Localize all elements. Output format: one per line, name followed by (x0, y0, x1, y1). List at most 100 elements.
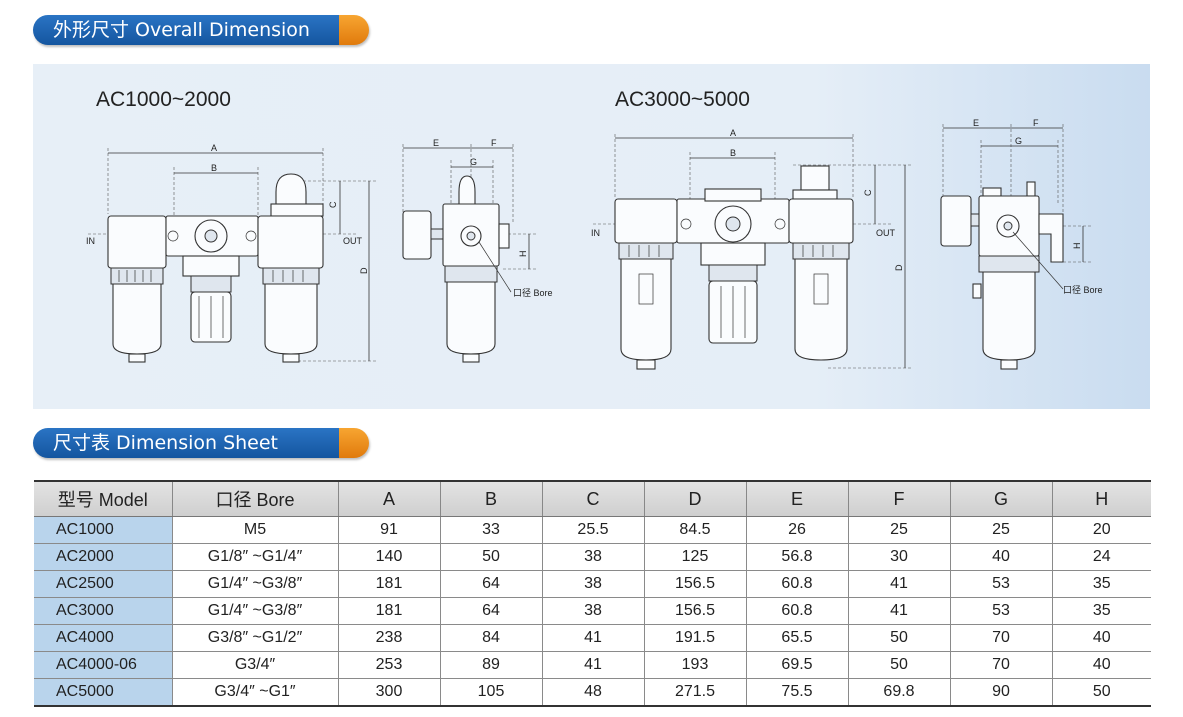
cell-g: 70 (949, 651, 1053, 679)
cell-model: AC2500 (34, 570, 173, 598)
cell-model: AC4000-06 (34, 651, 173, 679)
cell-g: 70 (949, 624, 1053, 652)
cell-a: 300 (337, 678, 441, 707)
cell-bore: M5 (171, 516, 339, 544)
cell-bore: G1/8″ ~G1/4″ (171, 543, 339, 571)
cell-e: 75.5 (745, 678, 849, 707)
cell-bore: G1/4″ ~G3/8″ (171, 570, 339, 598)
header-c: C (541, 480, 645, 517)
cell-d: 191.5 (643, 624, 747, 652)
cell-e: 60.8 (745, 570, 849, 598)
cell-model: AC1000 (34, 516, 173, 544)
cell-bore: G3/4″ (171, 651, 339, 679)
dim-label-f-left: F (491, 138, 497, 148)
dimension-sheet-banner: 尺寸表 Dimension Sheet (33, 428, 369, 458)
table-row: AC5000 G3/4″ ~G1″ 300 105 48 271.5 75.5 … (34, 678, 1151, 707)
cell-c: 38 (541, 570, 645, 598)
in-label-right: IN (591, 228, 600, 238)
header-a: A (337, 480, 441, 517)
cell-e: 69.5 (745, 651, 849, 679)
table-row: AC2000 G1/8″ ~G1/4″ 140 50 38 125 56.8 3… (34, 543, 1151, 571)
header-b: B (439, 480, 543, 517)
cell-d: 156.5 (643, 570, 747, 598)
banner-orange-tab (339, 15, 369, 45)
cell-f: 41 (847, 597, 951, 625)
cell-d: 271.5 (643, 678, 747, 707)
cell-d: 125 (643, 543, 747, 571)
overall-dimension-title: 外形尺寸 Overall Dimension (33, 15, 339, 45)
dim-label-c-right: C (863, 189, 873, 196)
cell-c: 41 (541, 651, 645, 679)
out-label-right: OUT (876, 228, 896, 238)
header-e: E (745, 480, 849, 517)
table-row: AC2500 G1/4″ ~G3/8″ 181 64 38 156.5 60.8… (34, 570, 1151, 598)
cell-e: 56.8 (745, 543, 849, 571)
overall-dimension-banner: 外形尺寸 Overall Dimension (33, 15, 369, 45)
header-model: 型号 Model (34, 480, 173, 517)
cell-c: 48 (541, 678, 645, 707)
cell-f: 30 (847, 543, 951, 571)
cell-f: 50 (847, 624, 951, 652)
cell-h: 50 (1051, 678, 1151, 707)
dim-label-f-right: F (1033, 118, 1039, 128)
table-row: AC3000 G1/4″ ~G3/8″ 181 64 38 156.5 60.8… (34, 597, 1151, 625)
cell-h: 40 (1051, 651, 1151, 679)
cell-a: 181 (337, 597, 441, 625)
out-label-left: OUT (343, 236, 363, 246)
header-h: H (1051, 480, 1151, 517)
cell-c: 41 (541, 624, 645, 652)
in-label-left: IN (86, 236, 95, 246)
cell-g: 25 (949, 516, 1053, 544)
cell-h: 24 (1051, 543, 1151, 571)
cell-e: 65.5 (745, 624, 849, 652)
dimension-table: 型号 Model 口径 Bore A B C D E F G H AC1000 … (34, 480, 1151, 707)
cell-b: 64 (439, 570, 543, 598)
cell-f: 41 (847, 570, 951, 598)
cell-f: 50 (847, 651, 951, 679)
cell-a: 181 (337, 570, 441, 598)
cell-c: 38 (541, 597, 645, 625)
cell-a: 140 (337, 543, 441, 571)
header-f: F (847, 480, 951, 517)
dim-label-g-left: G (470, 157, 477, 167)
header-bore: 口径 Bore (171, 480, 339, 517)
table-row: AC4000 G3/8″ ~G1/2″ 238 84 41 191.5 65.5… (34, 624, 1151, 652)
dim-label-e-right: E (973, 118, 979, 128)
dim-label-a: A (211, 143, 217, 153)
right-front-view: A B C D IN OUT (591, 128, 913, 370)
cell-model: AC4000 (34, 624, 173, 652)
cell-g: 40 (949, 543, 1053, 571)
right-side-view: E F G H 口径 Bore (940, 118, 1103, 370)
cell-h: 40 (1051, 624, 1151, 652)
cell-h: 35 (1051, 570, 1151, 598)
bore-label-left: 口径 Bore (513, 287, 553, 298)
cell-h: 20 (1051, 516, 1151, 544)
banner-orange-tab (339, 428, 369, 458)
dimension-sheet-title: 尺寸表 Dimension Sheet (33, 428, 339, 458)
table-header-row: 型号 Model 口径 Bore A B C D E F G H (34, 480, 1151, 517)
dim-label-h-left: H (518, 251, 528, 258)
drawing-panel: AC1000~2000 AC3000~5000 A B C D IN O (33, 64, 1150, 409)
dim-label-g-right: G (1015, 136, 1022, 146)
dimension-drawings: A B C D IN OUT (86, 118, 1103, 370)
cell-model: AC2000 (34, 543, 173, 571)
cell-h: 35 (1051, 597, 1151, 625)
cell-b: 89 (439, 651, 543, 679)
dim-label-a-right: A (730, 128, 736, 138)
right-drawing-title: AC3000~5000 (615, 88, 750, 111)
dim-label-h-right: H (1072, 243, 1082, 250)
cell-model: AC5000 (34, 678, 173, 707)
cell-g: 90 (949, 678, 1053, 707)
header-d: D (643, 480, 747, 517)
dim-label-d-right: D (894, 264, 904, 271)
cell-f: 69.8 (847, 678, 951, 707)
cell-g: 53 (949, 597, 1053, 625)
table-row: AC1000 M5 91 33 25.5 84.5 26 25 25 20 (34, 516, 1151, 544)
cell-b: 64 (439, 597, 543, 625)
dim-label-b: B (211, 163, 217, 173)
cell-b: 105 (439, 678, 543, 707)
dim-label-c: C (328, 201, 338, 208)
cell-f: 25 (847, 516, 951, 544)
cell-b: 50 (439, 543, 543, 571)
cell-c: 25.5 (541, 516, 645, 544)
